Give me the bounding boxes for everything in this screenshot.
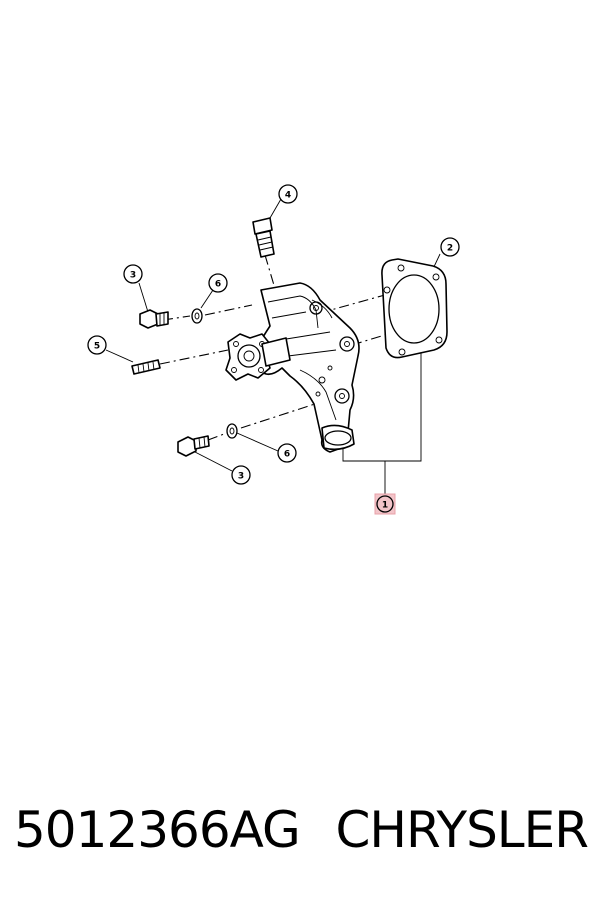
callout-3-upper[interactable]: 3	[123, 264, 143, 284]
callout-2-label: 2	[447, 244, 453, 254]
callout-3-lower[interactable]: 3	[231, 465, 251, 485]
callout-6-upper-label: 6	[215, 280, 221, 290]
bolt-upper-left-part	[139, 309, 169, 329]
callout-3-upper-label: 3	[130, 271, 136, 281]
brand-name: CHRYSLER	[335, 801, 589, 859]
callout-6-lower-label: 6	[284, 450, 290, 460]
callout-6-lower[interactable]: 6	[277, 443, 297, 463]
part-number: 5012366AG	[14, 801, 301, 859]
exploded-parts-diagram: 4 2 3 6 5 6 3 1	[87, 184, 460, 515]
callout-6-upper[interactable]: 6	[208, 273, 228, 293]
washer-lower-part	[226, 423, 238, 439]
water-pump-housing	[225, 282, 360, 453]
stud-part	[131, 359, 161, 375]
callout-3-lower-label: 3	[238, 472, 244, 482]
callout-5-label: 5	[94, 342, 100, 352]
callout-1-label: 1	[382, 501, 388, 511]
callout-5[interactable]: 5	[87, 335, 107, 355]
part-caption: 5012366AG CHRYSLER	[0, 790, 600, 870]
bolt-top-part	[252, 217, 275, 258]
callout-1[interactable]: 1	[374, 493, 396, 515]
callout-4-label: 4	[285, 191, 291, 201]
bolt-lower-part	[177, 435, 210, 457]
callout-2[interactable]: 2	[440, 237, 460, 257]
washer-upper-part	[191, 308, 203, 324]
callout-4[interactable]: 4	[278, 184, 298, 204]
gasket-part	[381, 258, 448, 359]
leader-lines	[105, 198, 441, 494]
callout-1-highlight	[374, 493, 396, 515]
